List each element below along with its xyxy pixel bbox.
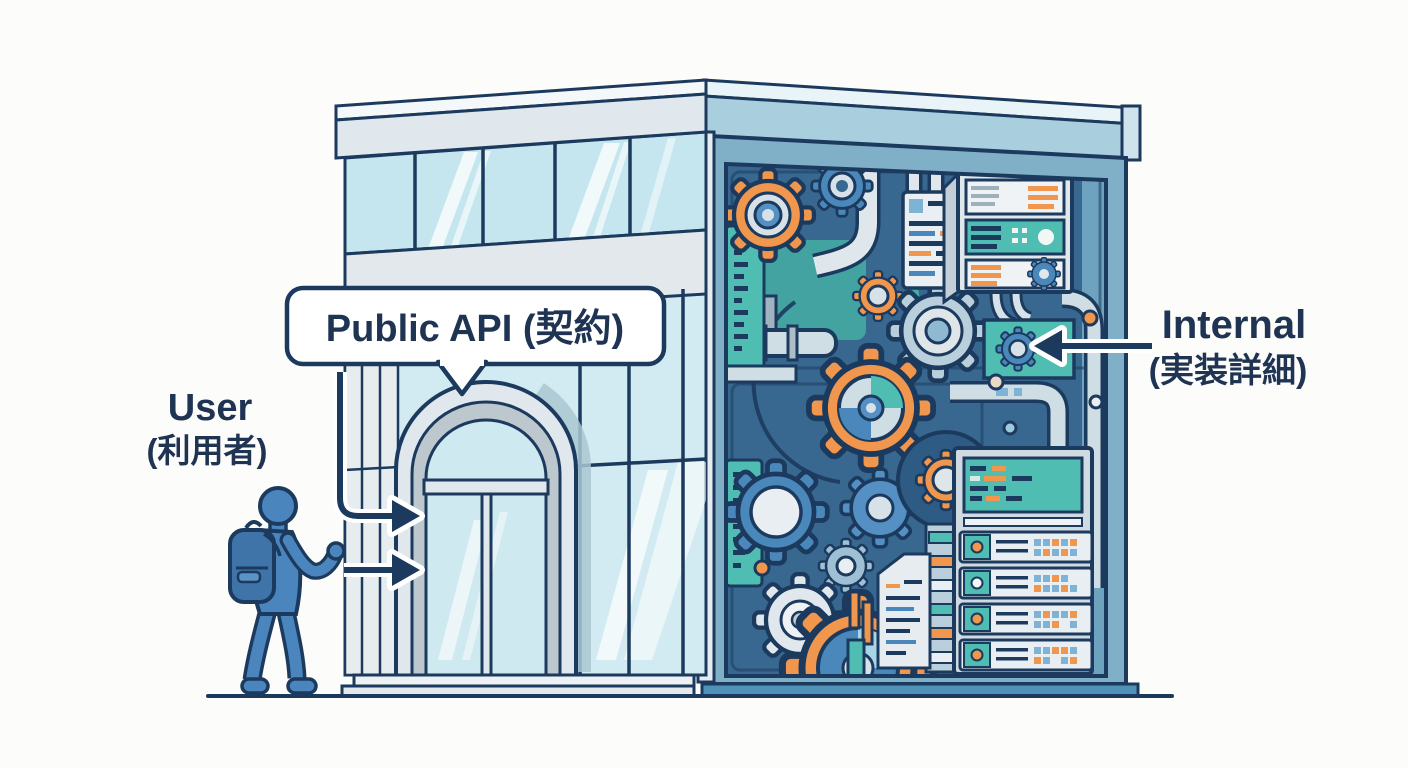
foot <box>286 677 318 695</box>
arrow-left-icon <box>1034 330 1062 362</box>
request-arrow-bent <box>333 372 425 537</box>
head <box>258 486 298 526</box>
arrow-right-icon <box>392 500 420 532</box>
door-pier <box>343 310 400 677</box>
user-label-en: User <box>168 387 253 429</box>
foot <box>240 677 270 695</box>
server-unit <box>958 566 1094 600</box>
internal-pointer-arrow <box>1029 325 1152 367</box>
internal-label-en: Internal <box>1162 303 1306 347</box>
circuit-dots <box>753 309 1104 577</box>
hand <box>326 541 346 561</box>
backpack <box>228 520 282 604</box>
building-interior-section <box>700 78 1142 698</box>
code-panel-icon <box>876 552 932 670</box>
public-api-bubble: Public API (契約) <box>284 285 667 397</box>
glass-reflections <box>596 462 706 660</box>
entrance-door <box>394 380 592 680</box>
server-unit <box>958 602 1094 636</box>
cornice <box>334 78 708 160</box>
server-unit <box>958 638 1094 672</box>
arch-shadow <box>536 383 592 672</box>
server-rack-icon <box>952 446 1094 676</box>
user-label-ja: (利用者) <box>147 432 268 469</box>
upper-window-band <box>343 130 708 256</box>
arrow-right-icon <box>392 554 420 586</box>
control-cabinet <box>942 170 1074 305</box>
pipe-icon <box>846 590 874 676</box>
user-label: User (利用者) <box>147 387 268 469</box>
internal-label: Internal (実装詳細) <box>1149 303 1308 390</box>
public-api-label: Public API (契約) <box>326 308 624 350</box>
entrance-steps <box>340 673 696 698</box>
person-figure <box>228 486 346 695</box>
internal-label-ja: (実装詳細) <box>1149 352 1308 390</box>
server-unit <box>958 530 1094 564</box>
request-arrow-straight <box>344 549 425 591</box>
arm <box>282 534 341 577</box>
building-facade <box>334 78 716 698</box>
